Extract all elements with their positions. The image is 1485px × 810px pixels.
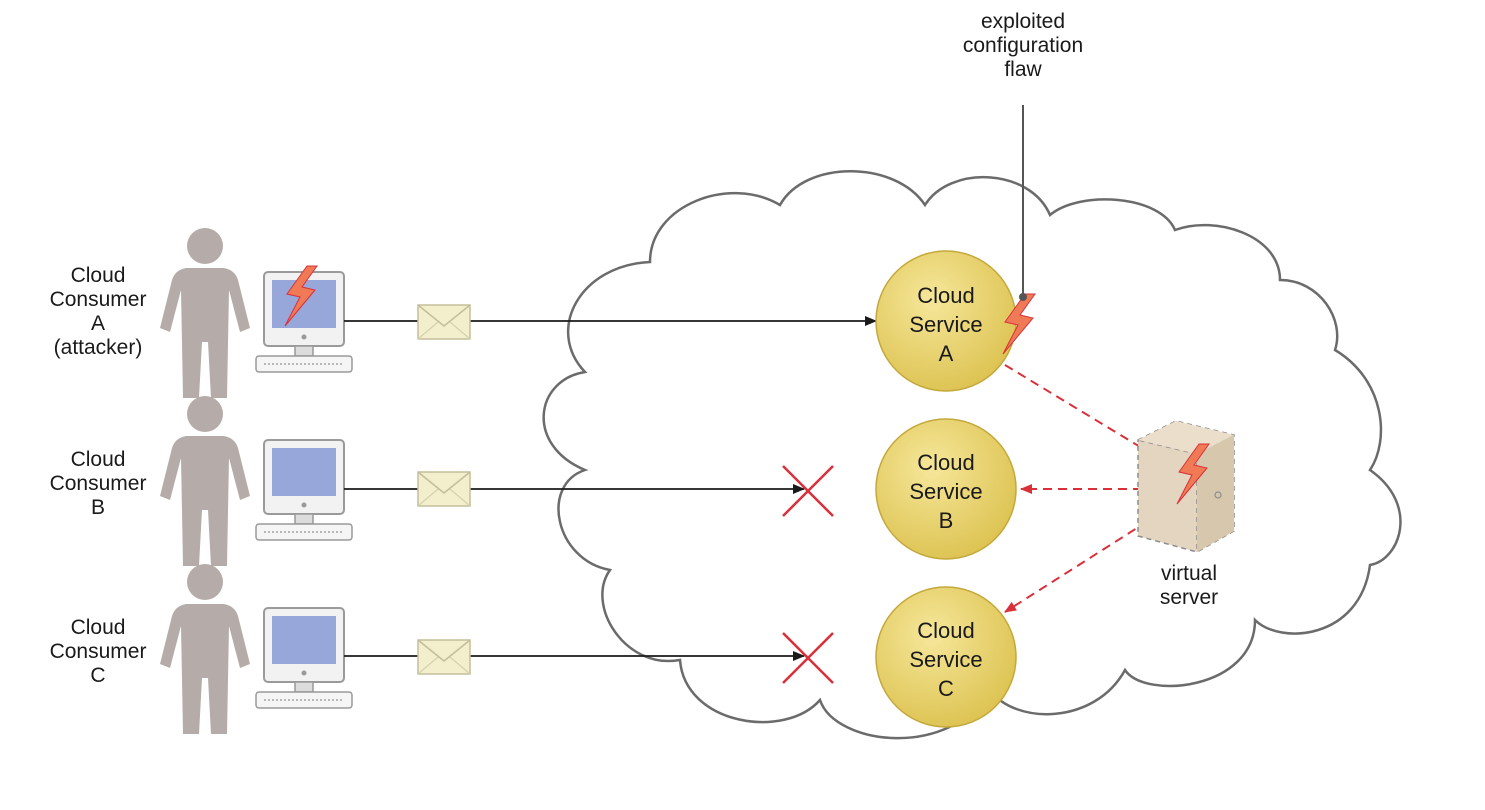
virtual-server-label: virtual server — [1159, 562, 1219, 609]
person-icon — [160, 396, 250, 566]
attack-line-server-to-c — [1004, 520, 1149, 613]
message-envelope-icon — [417, 639, 471, 675]
service-label-b: Cloud Service B — [909, 450, 983, 533]
person-icon — [160, 228, 250, 398]
person-icon — [160, 564, 250, 734]
blocked-x-icon — [782, 632, 834, 684]
message-envelope-icon — [417, 471, 471, 507]
blocked-x-icon — [782, 465, 834, 517]
service-circle-b — [875, 418, 1017, 560]
computer-icon — [255, 439, 353, 541]
message-envelope-icon — [417, 304, 471, 340]
service-label-a: Cloud Service A — [909, 283, 983, 366]
flaw-marker-dot — [1019, 293, 1027, 301]
service-label-c: Cloud Service C — [909, 618, 983, 701]
service-circle-c — [875, 586, 1017, 728]
consumer-label-c: Cloud Consumer C — [49, 616, 147, 687]
consumer-label-b: Cloud Consumer B — [49, 448, 147, 519]
computer-icon — [255, 607, 353, 709]
flaw-callout-label: exploited configuration flaw — [962, 10, 1084, 81]
consumer-label-a: Cloud Consumer A (attacker) — [49, 264, 147, 359]
